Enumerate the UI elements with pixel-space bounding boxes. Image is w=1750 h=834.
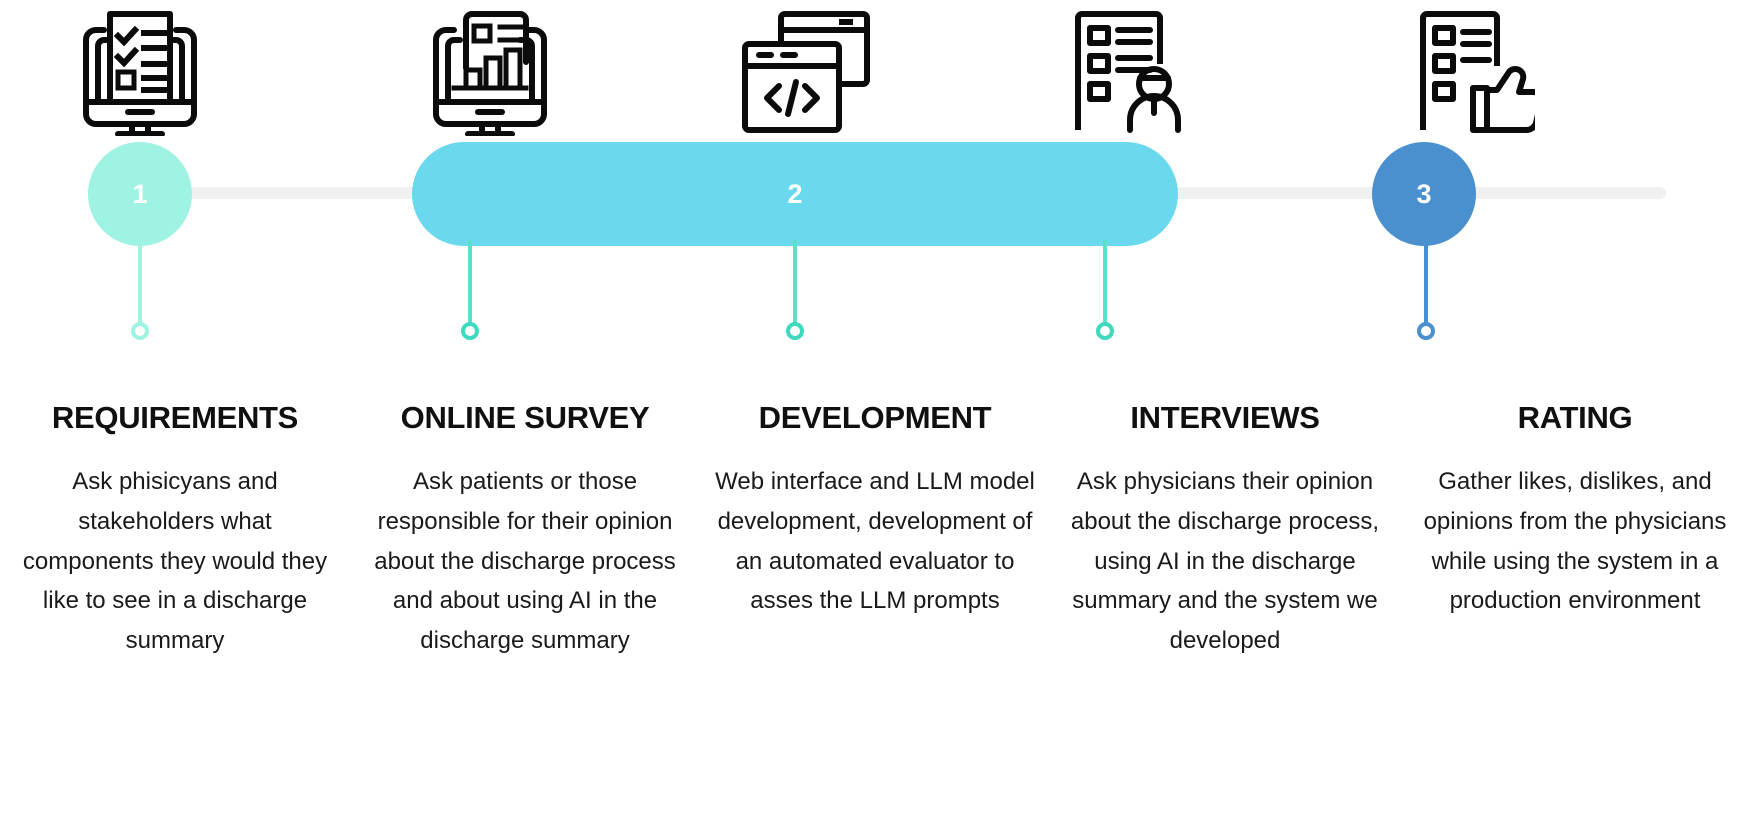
phase-node-1[interactable]: 1 [88,142,192,246]
step-description-interviews: Ask physicians their opinion about the d… [1070,468,1380,655]
connector-stem-3 [793,240,797,335]
step-column-interviews: INTERVIEWS Ask physicians their opinion … [1050,400,1400,661]
phase-node-1-label: 1 [132,178,148,209]
connector-dot-2 [461,322,479,340]
monitor-bar-chart-icon [390,2,590,142]
phase-node-2-label: 2 [787,178,803,209]
step-description-rating: Gather likes, dislikes, and opinions fro… [1423,468,1727,615]
connector-dot-5 [1417,322,1435,340]
connector-dot-1 [131,322,149,340]
step-column-online-survey: ONLINE SURVEY Ask patients or those resp… [350,400,700,661]
code-window-icon [705,2,905,142]
step-title-interviews: INTERVIEWS [1130,400,1320,435]
step-columns: REQUIREMENTS Ask phisicyans and stakehol… [0,400,1750,661]
step-title-requirements: REQUIREMENTS [51,400,299,435]
connector-stem-2 [468,240,472,335]
icon-row [0,0,1750,140]
phase-node-2[interactable]: 2 [412,142,1178,246]
connector-dot-4 [1096,322,1114,340]
step-column-requirements: REQUIREMENTS Ask phisicyans and stakehol… [0,400,350,661]
step-column-rating: RATING Gather likes, dislikes, and opini… [1400,400,1750,661]
step-title-online-survey: ONLINE SURVEY [400,400,650,435]
monitor-checklist-icon [40,2,240,142]
connector-stem-4 [1103,240,1107,335]
step-description-online-survey: Ask patients or those responsible for th… [374,468,676,655]
step-title-rating: RATING [1517,400,1633,435]
connector-dot-3 [786,322,804,340]
step-column-development: DEVELOPMENT Web interface and LLM model … [700,400,1050,661]
step-title-development: DEVELOPMENT [758,400,992,435]
connector-stem-5 [1424,240,1428,335]
phase-node-3[interactable]: 3 [1372,142,1476,246]
phase-node-3-label: 3 [1416,178,1432,209]
clipboard-person-icon [1025,2,1225,142]
step-description-requirements: Ask phisicyans and stakeholders what com… [22,468,328,655]
connector-stem-1 [138,240,142,335]
step-description-development: Web interface and LLM model development,… [715,468,1035,615]
clipboard-thumbs-up-icon [1370,2,1570,142]
